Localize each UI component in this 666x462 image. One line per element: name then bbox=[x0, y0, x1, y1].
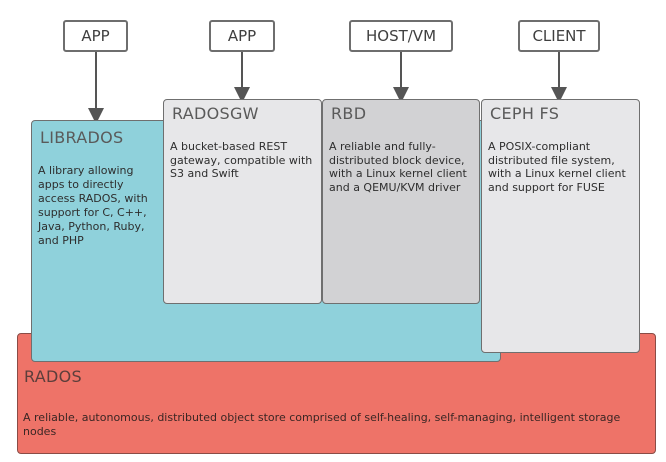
radosgw-title: RADOSGW bbox=[172, 104, 259, 123]
radosgw-panel: RADOSGW A bucket-based REST gateway, com… bbox=[163, 99, 322, 304]
client-box: CLIENT bbox=[518, 20, 600, 52]
radosgw-description: A bucket-based REST gateway, compatible … bbox=[170, 140, 313, 181]
cephfs-description: A POSIX-compliant distributed file syste… bbox=[488, 140, 626, 194]
app-box-1-label: APP bbox=[81, 27, 110, 45]
client-box-label: CLIENT bbox=[532, 27, 586, 45]
host-vm-box-label: HOST/VM bbox=[365, 27, 437, 45]
app-box-2-label: APP bbox=[227, 27, 257, 45]
librados-description: A library allowing apps to directly acce… bbox=[38, 164, 148, 247]
rbd-description: A reliable and fully-distributed block d… bbox=[329, 140, 467, 194]
app-box-2: APP bbox=[209, 20, 275, 52]
rados-description: A reliable, autonomous, distributed obje… bbox=[23, 411, 621, 438]
app-box-1: APP bbox=[63, 20, 128, 52]
cephfs-title: CEPH FS bbox=[490, 104, 560, 123]
rbd-title: RBD bbox=[331, 104, 367, 123]
rados-title: RADOS bbox=[24, 367, 82, 386]
librados-title: LIBRADOS bbox=[40, 128, 124, 147]
host-vm-box: HOST/VM bbox=[349, 20, 453, 52]
rbd-panel: RBD A reliable and fully-distributed blo… bbox=[322, 99, 480, 304]
cephfs-panel: CEPH FS A POSIX-compliant distributed fi… bbox=[481, 99, 640, 353]
